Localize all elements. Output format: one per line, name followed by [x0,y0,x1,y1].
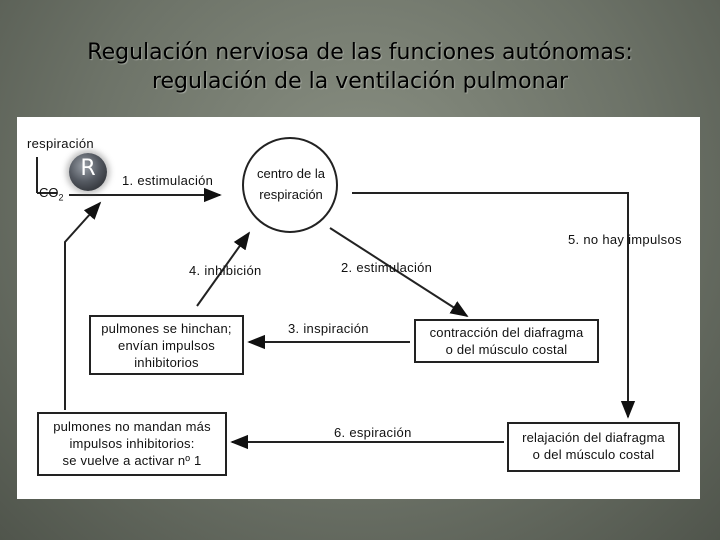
co2-main: CO [39,185,59,200]
box-line: o del músculo costal [532,447,655,462]
receptor-letter: R [80,156,96,181]
receptor-badge: R [69,153,107,191]
box-line: relajación del diafragma [522,430,665,445]
arrow-inhibicion [196,231,251,307]
box-relajacion: relajación del diafragma o del músculo c… [507,422,680,472]
title-line-1: Regulación nerviosa de las funciones aut… [87,40,633,65]
title-line-2: regulación de la ventilación pulmonar [151,69,569,94]
box-pulmones-hinchan: pulmones se hinchan; envían impulsos inh… [89,315,244,375]
arrow-no-hay-impulsos [352,192,636,419]
arrow-estimulacion-2 [329,227,469,317]
box-pulmones-no-mandan: pulmones no mandan más impulsos inhibito… [37,412,227,476]
box-line: pulmones se hinchan; [101,321,232,336]
slide-title: Regulación nerviosa de las funciones aut… [0,38,720,96]
box-line: o del músculo costal [445,342,568,357]
edge-label-2: 2. estimulación [341,260,433,275]
box-line: inhibitorios [134,355,199,370]
centro-line-1: centro de la [257,166,325,181]
edge-label-3: 3. inspiración [288,321,369,336]
edge-label-6: 6. espiración [334,425,412,440]
edge-label-4: 4. inhibición [189,263,262,278]
box-line: impulsos inhibitorios: [69,436,195,451]
diagram-panel: respiración R CO2 1. estimulación centro… [17,117,700,499]
arrow-return [64,201,102,410]
co2-sub: 2 [58,192,64,203]
box-line: pulmones no mandan más [53,419,211,434]
respiracion-label: respiración [27,136,94,151]
centro-label: centro de la respiración [243,163,339,205]
box-line: contracción del diafragma [429,325,584,340]
box-line: se vuelve a activar nº 1 [62,453,202,468]
edge-label-1: 1. estimulación [122,173,214,188]
co2-label: CO2 [39,185,64,203]
box-line: envían impulsos [118,338,215,353]
centro-line-2: respiración [259,187,323,202]
centro-circle [242,137,338,233]
diagram-arrows [36,137,636,450]
box-contraccion: contracción del diafragma o del músculo … [414,319,599,363]
edge-label-5: 5. no hay impulsos [568,232,682,247]
